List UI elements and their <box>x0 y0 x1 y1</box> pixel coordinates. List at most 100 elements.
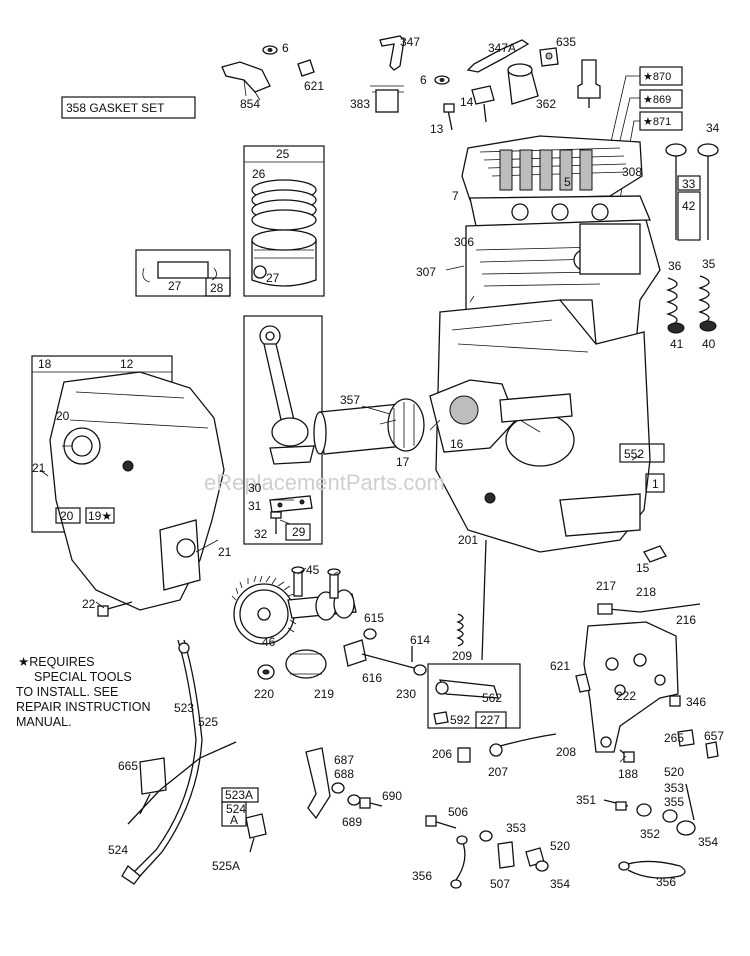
callout-30[interactable]: 30 <box>248 481 262 495</box>
nut-354b[interactable] <box>535 860 549 872</box>
crankshaft[interactable] <box>313 379 573 455</box>
head-gasket[interactable] <box>469 195 651 227</box>
bracket-854[interactable] <box>221 61 271 101</box>
callout-352[interactable]: 352 <box>640 827 660 841</box>
callout-28[interactable]: 28 <box>210 281 224 295</box>
callout-7[interactable]: 7 <box>452 189 459 203</box>
callout-33[interactable]: 33 <box>682 177 696 191</box>
callout-218[interactable]: 218 <box>636 585 656 599</box>
governor-gear-219[interactable] <box>285 649 327 679</box>
callout-308[interactable]: 308 <box>622 165 642 179</box>
callout-26[interactable]: 26 <box>252 167 266 181</box>
piston-rings[interactable] <box>251 179 317 231</box>
callout-523A[interactable]: 523A <box>225 788 253 802</box>
callout-351[interactable]: 351 <box>576 793 596 807</box>
callout-5[interactable]: 5 <box>564 175 571 189</box>
dipstick-525A[interactable] <box>245 813 267 853</box>
callout-45[interactable]: 45 <box>306 563 320 577</box>
callout-524a[interactable]: 524 <box>108 843 128 857</box>
gasket-set-box[interactable]: 358 GASKET SET <box>61 96 196 119</box>
governor-lever-562[interactable] <box>435 679 499 699</box>
callout-520b[interactable]: 520 <box>550 839 570 853</box>
callout-40[interactable]: 40 <box>702 337 716 351</box>
clip-265[interactable] <box>677 729 695 747</box>
governor-shaft-616[interactable] <box>343 639 415 669</box>
callout-206[interactable]: 206 <box>432 747 452 761</box>
callout-621b[interactable]: 621 <box>550 659 570 673</box>
callout-36[interactable]: 36 <box>668 259 682 273</box>
callout-383[interactable]: 383 <box>350 97 370 111</box>
callout-562[interactable]: 562 <box>482 691 502 705</box>
callout-347[interactable]: 347 <box>400 35 420 49</box>
screw-13[interactable] <box>443 103 455 131</box>
callout-32[interactable]: 32 <box>254 527 268 541</box>
callout-307[interactable]: 307 <box>416 265 436 279</box>
spring-36[interactable] <box>665 277 685 334</box>
callout-621a[interactable]: 621 <box>304 79 324 93</box>
control-bracket[interactable] <box>583 621 679 753</box>
callout-27a[interactable]: 27 <box>168 279 182 293</box>
spring-35[interactable] <box>697 275 717 332</box>
callout-209[interactable]: 209 <box>452 649 472 663</box>
callout-216[interactable]: 216 <box>676 613 696 627</box>
valve-34[interactable] <box>697 143 719 240</box>
washer-353b[interactable] <box>479 830 493 842</box>
dipstick-tube[interactable] <box>121 639 203 885</box>
washer-230[interactable] <box>413 664 427 676</box>
callout-355[interactable]: 355 <box>664 795 684 809</box>
callout-357[interactable]: 357 <box>340 393 360 407</box>
callout-525A[interactable]: 525A <box>212 859 240 873</box>
callout-353b[interactable]: 353 <box>506 821 526 835</box>
callout-46[interactable]: 46 <box>262 635 276 649</box>
ground-wire-356a[interactable] <box>450 835 468 889</box>
callout-506[interactable]: 506 <box>448 805 468 819</box>
callout-616[interactable]: 616 <box>362 671 382 685</box>
washer-220[interactable] <box>257 664 275 680</box>
screw-690[interactable] <box>359 797 383 809</box>
cam-gear[interactable] <box>231 575 299 645</box>
piston-pin-box[interactable] <box>135 249 231 297</box>
washer-6a[interactable] <box>262 45 278 55</box>
callout-507[interactable]: 507 <box>490 877 510 891</box>
callout-34[interactable]: 34 <box>706 121 720 135</box>
washer-689[interactable] <box>347 794 361 806</box>
callout-219[interactable]: 219 <box>314 687 334 701</box>
callout-220[interactable]: 220 <box>254 687 274 701</box>
callout-1[interactable]: 1 <box>652 477 659 491</box>
callout-869[interactable]: ★869 <box>643 94 671 106</box>
spring-209[interactable] <box>456 613 464 647</box>
bolt-22[interactable] <box>97 601 133 617</box>
washer-688[interactable] <box>331 782 345 794</box>
clip-621a[interactable] <box>297 59 315 77</box>
callout-520a[interactable]: 520 <box>664 765 684 779</box>
callout-21b[interactable]: 21 <box>218 545 232 559</box>
spark-plug[interactable] <box>577 59 601 108</box>
link-201[interactable] <box>481 539 487 661</box>
callout-265[interactable]: 265 <box>664 731 684 745</box>
screw-506[interactable] <box>425 815 457 829</box>
callout-15[interactable]: 15 <box>636 561 650 575</box>
callout-6a[interactable]: 6 <box>282 41 289 55</box>
stop-switch-group[interactable] <box>603 783 696 836</box>
link-347A[interactable] <box>466 39 530 73</box>
callout-20a[interactable]: 20 <box>56 409 70 423</box>
crankcase-cover[interactable] <box>49 371 225 611</box>
crankcase[interactable] <box>435 299 651 553</box>
lever-687[interactable] <box>305 747 331 820</box>
lock-plate-31[interactable] <box>269 495 313 513</box>
callout-222[interactable]: 222 <box>616 689 636 703</box>
callout-689[interactable]: 689 <box>342 815 362 829</box>
callout-21a[interactable]: 21 <box>32 461 46 475</box>
callout-19[interactable]: 19★ <box>88 509 112 523</box>
callout-356b[interactable]: 356 <box>656 875 676 889</box>
callout-523[interactable]: 523 <box>174 701 194 715</box>
cylinder-head[interactable] <box>461 135 643 201</box>
callout-201[interactable]: 201 <box>458 533 478 547</box>
callout-188[interactable]: 188 <box>618 767 638 781</box>
screw-32[interactable] <box>270 511 282 534</box>
screw-346[interactable] <box>669 695 681 707</box>
bushing-206[interactable] <box>457 747 471 763</box>
callout-29[interactable]: 29 <box>292 525 306 539</box>
callout-217[interactable]: 217 <box>596 579 616 593</box>
callout-614[interactable]: 614 <box>410 633 430 647</box>
